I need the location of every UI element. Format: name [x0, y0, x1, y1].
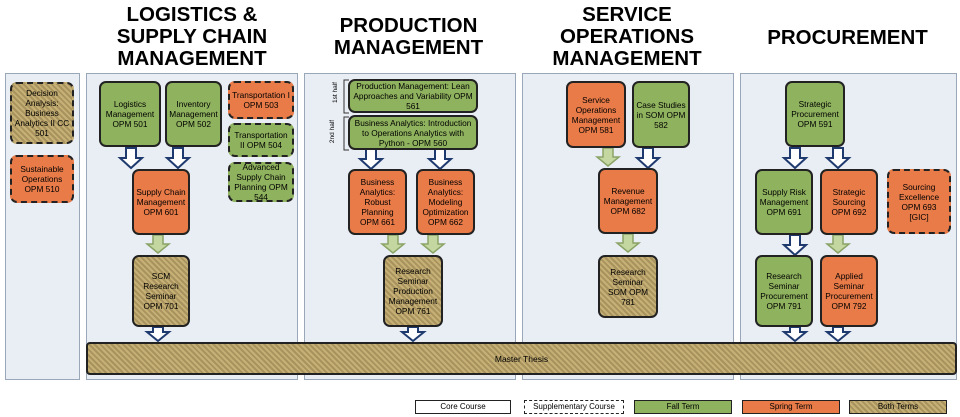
arrow-down — [166, 147, 190, 169]
course-scm-research-seminar[interactable]: SCM Research Seminar OPM 701 — [132, 255, 190, 327]
arrow-down — [146, 326, 170, 342]
course-label: Revenue Management OPM 682 — [603, 186, 653, 216]
arrow-down — [783, 147, 807, 169]
half-label-first: 1st half — [331, 82, 339, 103]
course-label: Research Seminar Procurement OPM 791 — [760, 271, 808, 311]
title-line: MANAGEMENT — [552, 47, 702, 70]
arrow-down — [636, 147, 660, 169]
course-supply-risk-management[interactable]: Supply Risk Management OPM 691 — [755, 169, 813, 235]
title-line: SUPPLY CHAIN — [116, 25, 268, 48]
course-label: Transportation I OPM 503 — [232, 90, 290, 110]
course-applied-seminar-procurement[interactable]: Applied Seminar Procurement OPM 792 — [820, 255, 878, 327]
arrow-down — [381, 234, 405, 254]
course-som-research-seminar[interactable]: Research Seminar SOM OPM 781 — [598, 255, 658, 318]
course-revenue-management[interactable]: Revenue Management OPM 682 — [598, 168, 658, 234]
title-logistics: LOGISTICS & SUPPLY CHAIN MANAGEMENT — [92, 4, 292, 70]
course-production-lean[interactable]: Production Management: Lean Approaches a… — [348, 79, 478, 113]
course-label: Service Operations Management OPM 581 — [571, 94, 621, 135]
legend-spring: Spring Term — [742, 400, 840, 414]
course-transportation-1[interactable]: Transportation I OPM 503 — [228, 81, 294, 119]
course-label: Supply Chain Management OPM 601 — [136, 187, 186, 217]
course-decision-analysis[interactable]: Decision Analysis: Business Analytics II… — [10, 82, 74, 144]
arrow-down — [596, 147, 620, 167]
legend-fall: Fall Term — [634, 400, 732, 414]
course-business-analytics-modeling[interactable]: Business Analytics: Modeling Optimizatio… — [416, 169, 475, 235]
course-label: Inventory Management OPM 502 — [169, 99, 218, 129]
master-thesis-bar[interactable]: Master Thesis — [86, 342, 957, 375]
course-sustainable-operations[interactable]: Sustainable Operations OPM 510 — [10, 155, 74, 203]
arrow-down — [401, 326, 425, 342]
half-bracket — [343, 79, 349, 151]
title-line: SERVICE — [582, 3, 672, 26]
arrow-down — [359, 148, 383, 170]
course-strategic-procurement[interactable]: Strategic Procurement OPM 591 — [785, 81, 845, 147]
arrow-down — [826, 326, 850, 342]
course-label: Business Analytics: Modeling Optimizatio… — [422, 177, 469, 227]
course-business-analytics-python[interactable]: Business Analytics: Introduction to Oper… — [348, 115, 478, 150]
course-case-studies-som[interactable]: Case Studies in SOM OPM 582 — [632, 81, 690, 148]
title-service: SERVICE OPERATIONS MANAGEMENT — [527, 4, 727, 70]
title-line: PROCUREMENT — [767, 26, 928, 49]
course-label: Strategic Procurement OPM 591 — [791, 99, 839, 129]
half-label-second: 2nd half — [329, 119, 337, 144]
course-service-operations-management[interactable]: Service Operations Management OPM 581 — [566, 81, 626, 148]
arrow-down — [616, 233, 640, 253]
course-label: Transportation II OPM 504 — [234, 130, 288, 150]
legend-core: Core Course — [415, 400, 511, 414]
course-label: Research Seminar Production Management O… — [388, 266, 438, 316]
course-label: Research Seminar SOM OPM 781 — [607, 266, 649, 307]
master-thesis-label: Master Thesis — [494, 353, 549, 364]
course-strategic-sourcing[interactable]: Strategic Sourcing OPM 692 — [820, 169, 878, 235]
title-procurement: PROCUREMENT — [745, 27, 950, 49]
legend-label: Both Terms — [877, 402, 919, 411]
course-sourcing-excellence[interactable]: Sourcing Excellence OPM 693 [GIC] — [887, 169, 951, 234]
course-business-analytics-robust[interactable]: Business Analytics: Robust Planning OPM … — [348, 169, 407, 235]
arrow-down — [826, 147, 850, 169]
course-research-seminar-procurement[interactable]: Research Seminar Procurement OPM 791 — [755, 255, 813, 327]
course-label: SCM Research Seminar OPM 701 — [143, 271, 179, 311]
title-production: PRODUCTION MANAGEMENT — [306, 15, 511, 59]
legend-label: Spring Term — [769, 402, 813, 411]
course-label: Sourcing Excellence OPM 693 [GIC] — [898, 181, 940, 222]
course-label: Business Analytics: Robust Planning OPM … — [359, 177, 396, 227]
legend-both: Both Terms — [849, 400, 947, 414]
course-label: Decision Analysis: Business Analytics II… — [14, 88, 70, 138]
course-supply-chain-management[interactable]: Supply Chain Management OPM 601 — [132, 169, 190, 235]
course-advanced-supply-chain-planning[interactable]: Advanced Supply Chain Planning OPM 544 — [228, 162, 294, 202]
legend-label: Fall Term — [666, 402, 700, 411]
legend-label: Supplementary Course — [533, 402, 615, 411]
title-line: MANAGEMENT — [333, 36, 484, 59]
course-label: Strategic Sourcing OPM 692 — [831, 187, 867, 217]
course-label: Case Studies in SOM OPM 582 — [636, 99, 686, 130]
arrow-down — [119, 147, 143, 169]
arrow-down — [783, 326, 807, 342]
course-label: Logistics Management OPM 501 — [105, 99, 155, 129]
legend-supplementary: Supplementary Course — [524, 400, 624, 414]
legend-label: Core Course — [440, 402, 486, 411]
title-line: OPERATIONS — [559, 25, 695, 48]
arrow-down — [428, 148, 452, 170]
course-inventory-management[interactable]: Inventory Management OPM 502 — [165, 81, 222, 147]
arrow-down — [146, 234, 170, 254]
title-line: MANAGEMENT — [117, 47, 267, 70]
arrow-down — [421, 234, 445, 254]
title-line: PRODUCTION — [339, 14, 478, 37]
course-label: Business Analytics: Introduction to Oper… — [354, 117, 472, 148]
course-transportation-2[interactable]: Transportation II OPM 504 — [228, 123, 294, 157]
course-production-research-seminar[interactable]: Research Seminar Production Management O… — [383, 255, 443, 327]
course-logistics-management[interactable]: Logistics Management OPM 501 — [99, 81, 161, 147]
course-label: Advanced Supply Chain Planning OPM 544 — [234, 162, 288, 202]
arrow-down — [783, 234, 807, 256]
course-label: Supply Risk Management OPM 691 — [759, 187, 809, 217]
title-line: LOGISTICS & — [126, 3, 258, 26]
arrow-down — [826, 234, 850, 254]
course-label: Production Management: Lean Approaches a… — [353, 81, 473, 111]
course-label: Sustainable Operations OPM 510 — [20, 164, 64, 194]
course-label: Applied Seminar Procurement OPM 792 — [825, 271, 873, 311]
